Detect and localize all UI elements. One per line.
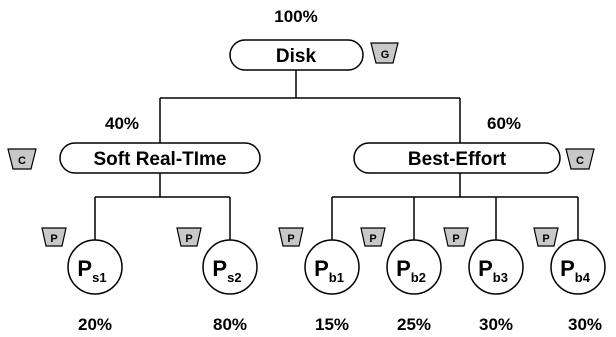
- process-badge-letter: P: [287, 233, 294, 245]
- class-badge-shape: [565, 148, 595, 170]
- class-node-label: Soft Real-TIme: [93, 149, 226, 170]
- process-share: 25%: [397, 315, 431, 334]
- tree-connectors: [94, 68, 579, 240]
- process-node-b2: P Pb2 25%: [360, 227, 442, 334]
- process-circle: [202, 239, 258, 295]
- process-circle: [386, 239, 442, 295]
- process-circle: [468, 239, 524, 295]
- process-share: 30%: [479, 315, 513, 334]
- root-share: 100%: [274, 7, 317, 26]
- class-share-best-effort: 60%: [487, 114, 521, 133]
- class-share-soft-real-time: 40%: [105, 114, 139, 133]
- process-share: 15%: [315, 315, 349, 334]
- class-badge-soft-real-time: C: [7, 148, 37, 170]
- process-circle: [304, 239, 360, 295]
- process-badge-shape: [278, 227, 304, 247]
- class-node-box: [353, 142, 561, 174]
- process-label: Pb2: [396, 256, 426, 285]
- process-node-s2: P Ps2 80%: [176, 227, 258, 334]
- process-share: 20%: [78, 315, 112, 334]
- root-node-label: Disk: [276, 46, 317, 67]
- process-node-s1: P Ps1 20%: [41, 227, 123, 334]
- root-badge-letter: G: [381, 49, 390, 61]
- class-node-best-effort: 60% Best-Effort C: [353, 114, 595, 174]
- root-badge: G: [370, 42, 399, 64]
- process-label: Pb4: [560, 256, 591, 285]
- process-badge-shape: [41, 227, 67, 247]
- root-node-box: [229, 39, 364, 71]
- process-label: Ps2: [212, 256, 241, 285]
- class-node-label: Best-Effort: [408, 149, 507, 170]
- class-node-box: [59, 142, 261, 174]
- process-share: 30%: [568, 315, 602, 334]
- process-label: Pb3: [478, 256, 508, 285]
- process-badge-letter: P: [452, 233, 459, 245]
- class-badge-letter: C: [18, 155, 26, 167]
- root-node: 100% Disk G: [229, 7, 399, 71]
- process-label: Ps1: [77, 256, 106, 285]
- process-circle: [550, 239, 606, 295]
- process-badge-shape: [533, 227, 559, 247]
- process-node-b4: P Pb4 30%: [533, 227, 606, 334]
- process-badge-letter: P: [542, 233, 549, 245]
- process-badge-letter: P: [369, 233, 376, 245]
- class-badge-best-effort: C: [565, 148, 595, 170]
- process-circle: [67, 239, 123, 295]
- process-share: 80%: [213, 315, 247, 334]
- process-badge-letter: P: [185, 233, 192, 245]
- process-badge-letter: P: [50, 233, 57, 245]
- process-node-b1: P Pb1 15%: [278, 227, 360, 334]
- class-node-soft-real-time: 40% Soft Real-TIme C: [7, 114, 261, 174]
- process-badge-shape: [360, 227, 386, 247]
- class-badge-letter: C: [576, 155, 584, 167]
- class-badge-shape: [7, 148, 37, 170]
- process-node-b3: P Pb3 30%: [443, 227, 524, 334]
- process-label: Pb1: [314, 256, 344, 285]
- process-badge-shape: [176, 227, 202, 247]
- process-badge-shape: [443, 227, 469, 247]
- root-badge-shape: [370, 42, 399, 64]
